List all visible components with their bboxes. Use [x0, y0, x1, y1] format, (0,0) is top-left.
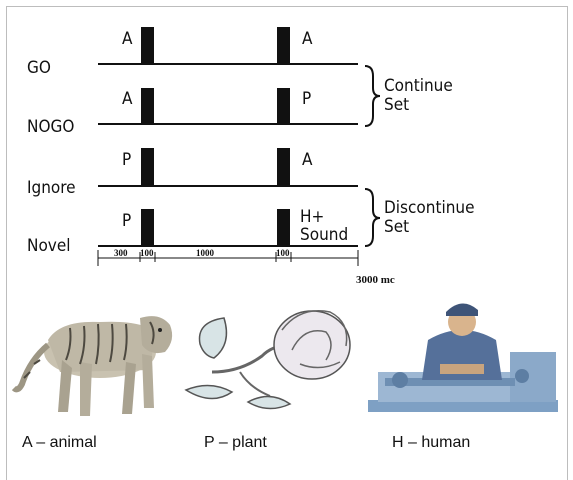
caption-human: H – human — [392, 434, 470, 451]
ignore-stimulus-2 — [277, 148, 290, 186]
tiger-picture — [14, 316, 172, 416]
discontinue-brace — [365, 189, 380, 246]
timeline-seg-100b: 100 — [276, 248, 290, 258]
ignore-letter-2: A — [302, 150, 313, 170]
go-letter-2: A — [302, 29, 313, 49]
caption-animal: A – animal — [22, 434, 97, 451]
timeline-seg-1000: 1000 — [196, 248, 215, 258]
rose-picture — [186, 311, 350, 409]
continue-brace — [365, 66, 380, 126]
continue-label-1: Continue — [384, 76, 453, 96]
timeline-axis — [98, 250, 358, 266]
ignore-stimulus-1 — [141, 148, 154, 186]
novel-letter-2a: H+ — [300, 207, 324, 227]
row-label-go: GO — [27, 58, 51, 78]
timeline-total: 3000 mc — [356, 274, 395, 286]
machinist-picture — [368, 303, 558, 412]
go-letter-1: A — [122, 29, 133, 49]
novel-letter-2b: Sound — [300, 225, 348, 245]
row-label-ignore: Ignore — [27, 178, 76, 198]
novel-stimulus-1 — [141, 209, 154, 246]
novel-stimulus-2 — [277, 209, 290, 246]
discontinue-label-2: Set — [384, 217, 409, 237]
nogo-letter-2: P — [302, 89, 311, 109]
nogo-letter-1: A — [122, 89, 133, 109]
row-label-nogo: NOGO — [27, 117, 74, 137]
ignore-letter-1: P — [122, 150, 131, 170]
nogo-stimulus-1 — [141, 88, 154, 124]
timeline-seg-300: 300 — [114, 248, 128, 258]
row-label-novel: Novel — [27, 236, 71, 256]
timeline-seg-100a: 100 — [140, 248, 154, 258]
go-stimulus-1 — [141, 27, 154, 64]
nogo-stimulus-2 — [277, 88, 290, 124]
continue-label-2: Set — [384, 95, 409, 115]
discontinue-label-1: Discontinue — [384, 198, 475, 218]
caption-plant: P – plant — [204, 434, 267, 451]
go-stimulus-2 — [277, 27, 290, 64]
novel-letter-1: P — [122, 211, 131, 231]
